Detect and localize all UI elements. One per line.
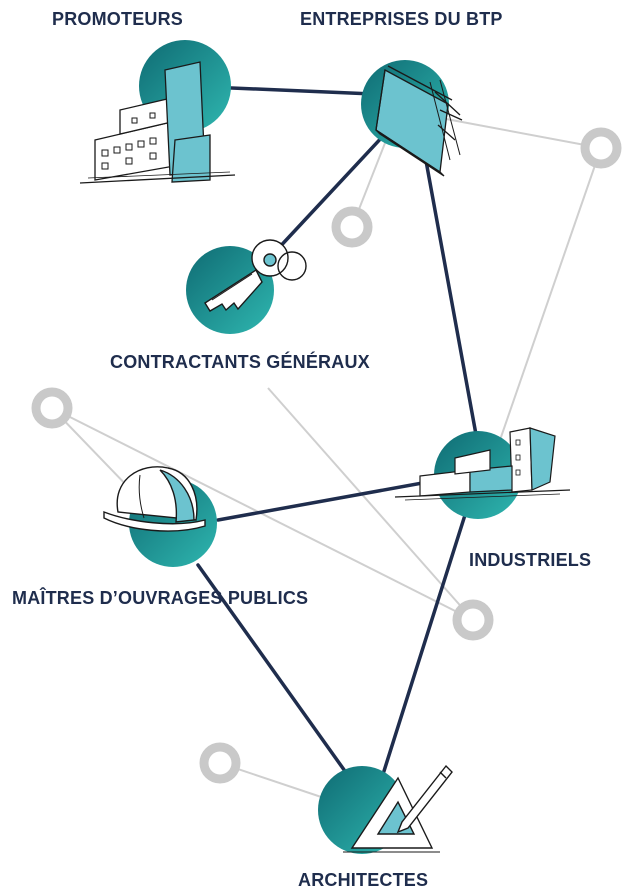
set-square-pencil-sketch-icon	[343, 764, 453, 853]
connector-main	[273, 118, 400, 254]
secondary-connections	[51, 109, 602, 811]
label-industriels: INDUSTRIELS	[469, 550, 592, 570]
ring-node	[31, 387, 73, 429]
construction-panel-sketch-icon	[375, 65, 463, 177]
label-promoteurs: PROMOTEURS	[52, 9, 184, 29]
ring-node	[331, 206, 373, 248]
factory-sketch-icon	[394, 427, 571, 501]
connector-main	[418, 126, 479, 442]
main-connections	[183, 84, 479, 797]
key-sketch-icon	[204, 239, 307, 312]
label-architectes: ARCHITECTES	[298, 870, 429, 890]
connector-grey	[267, 387, 474, 621]
label-contractants-generaux: CONTRACTANTS GÉNÉRAUX	[110, 352, 370, 372]
label-entreprises-du-btp: ENTREPRISES DU BTP	[300, 9, 503, 29]
building-sketch-icon	[79, 61, 236, 184]
secondary-nodes	[31, 127, 622, 784]
connector-grey	[51, 407, 474, 621]
ring-node	[199, 742, 241, 784]
connector-main	[216, 476, 452, 522]
ring-node	[580, 127, 622, 169]
connector-main	[196, 563, 364, 797]
label-maitres-d-ouvrages-publics: MAÎTRES D’OUVRAGES PUBLICS	[12, 588, 309, 608]
hard-hat-sketch-icon	[103, 466, 206, 532]
connector-grey	[499, 147, 602, 441]
connector-main	[376, 513, 467, 792]
ring-node	[452, 599, 494, 641]
